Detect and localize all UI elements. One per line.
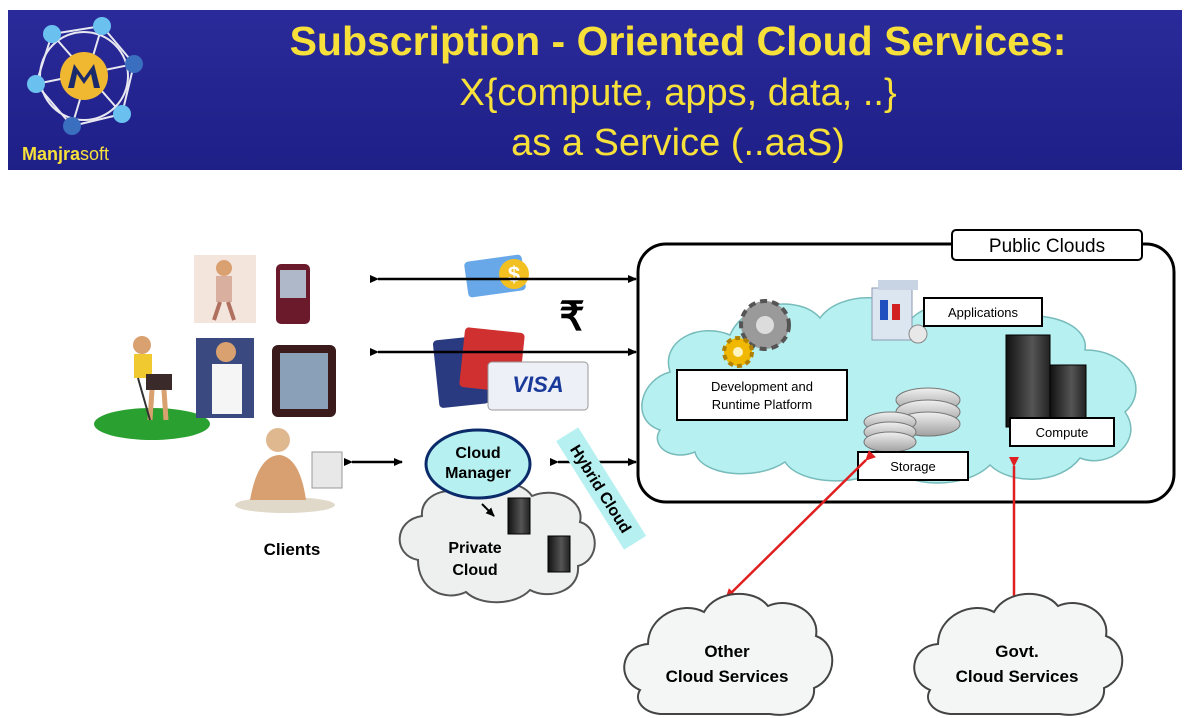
cloud-manager-line2: Manager <box>445 465 511 482</box>
office-worker-icon <box>235 428 343 513</box>
cloud-manager-line1: Cloud <box>455 445 500 462</box>
gears-icon <box>722 299 791 368</box>
public-clouds-frame <box>636 242 1176 504</box>
golfer-icon <box>94 336 210 440</box>
red-arrow-storage-other <box>725 450 876 599</box>
manjrasoft-logo <box>27 17 143 135</box>
storage-box <box>857 451 969 481</box>
brand-bold: Manjra <box>22 144 81 164</box>
dollar-symbol: $ <box>508 262 520 287</box>
public-clouds-label-box <box>951 229 1143 261</box>
rupee-symbol: ₹ <box>559 295 584 339</box>
clients-label: Clients <box>264 540 321 559</box>
other-cloud-services-shape <box>623 593 834 716</box>
title-banner: Manjrasoft Subscription - Oriented Cloud… <box>8 10 1182 170</box>
credit-cards-icon <box>432 327 589 411</box>
title-line-3: as a Service (..aaS) <box>511 122 845 164</box>
storage-label: Storage <box>890 459 936 474</box>
private-cloud-shape <box>398 481 596 604</box>
applications-icon <box>871 280 928 344</box>
compute-label: Compute <box>1036 425 1089 440</box>
cloud-manager-shape <box>424 428 532 500</box>
storage-disks-icon <box>863 387 961 453</box>
applications-label: Applications <box>948 305 1019 320</box>
applications-box <box>923 297 1043 327</box>
hybrid-cloud-band <box>556 427 647 550</box>
manager-to-server-arrow <box>481 503 495 517</box>
other-services-line1: Other <box>704 642 750 661</box>
govt-services-line1: Govt. <box>995 642 1038 661</box>
visa-label: VISA <box>512 372 563 397</box>
title-line-2: X{compute, apps, data, ..} <box>459 72 897 114</box>
private-cloud-line1: Private <box>448 540 501 557</box>
govt-cloud-services-shape <box>913 593 1124 716</box>
nurse-icon <box>196 338 254 418</box>
private-cloud-line2: Cloud <box>452 562 497 579</box>
dev-platform-line1: Development and <box>711 379 813 394</box>
brand-name: Manjrasoft <box>22 144 109 165</box>
public-clouds-label: Public Clouds <box>989 236 1105 257</box>
compute-box <box>1009 417 1115 447</box>
private-server-icon <box>507 497 571 573</box>
brand-soft: soft <box>80 144 110 164</box>
govt-services-line2: Cloud Services <box>956 667 1079 686</box>
dev-platform-box <box>676 369 848 421</box>
other-services-line2: Cloud Services <box>666 667 789 686</box>
title-line-1: Subscription - Oriented Cloud Services: <box>289 18 1067 64</box>
dev-platform-line2: Runtime Platform <box>712 397 812 412</box>
mobile-phone-icon <box>276 264 310 324</box>
tablet-icon <box>272 345 336 417</box>
client-woman-icon <box>194 255 256 323</box>
